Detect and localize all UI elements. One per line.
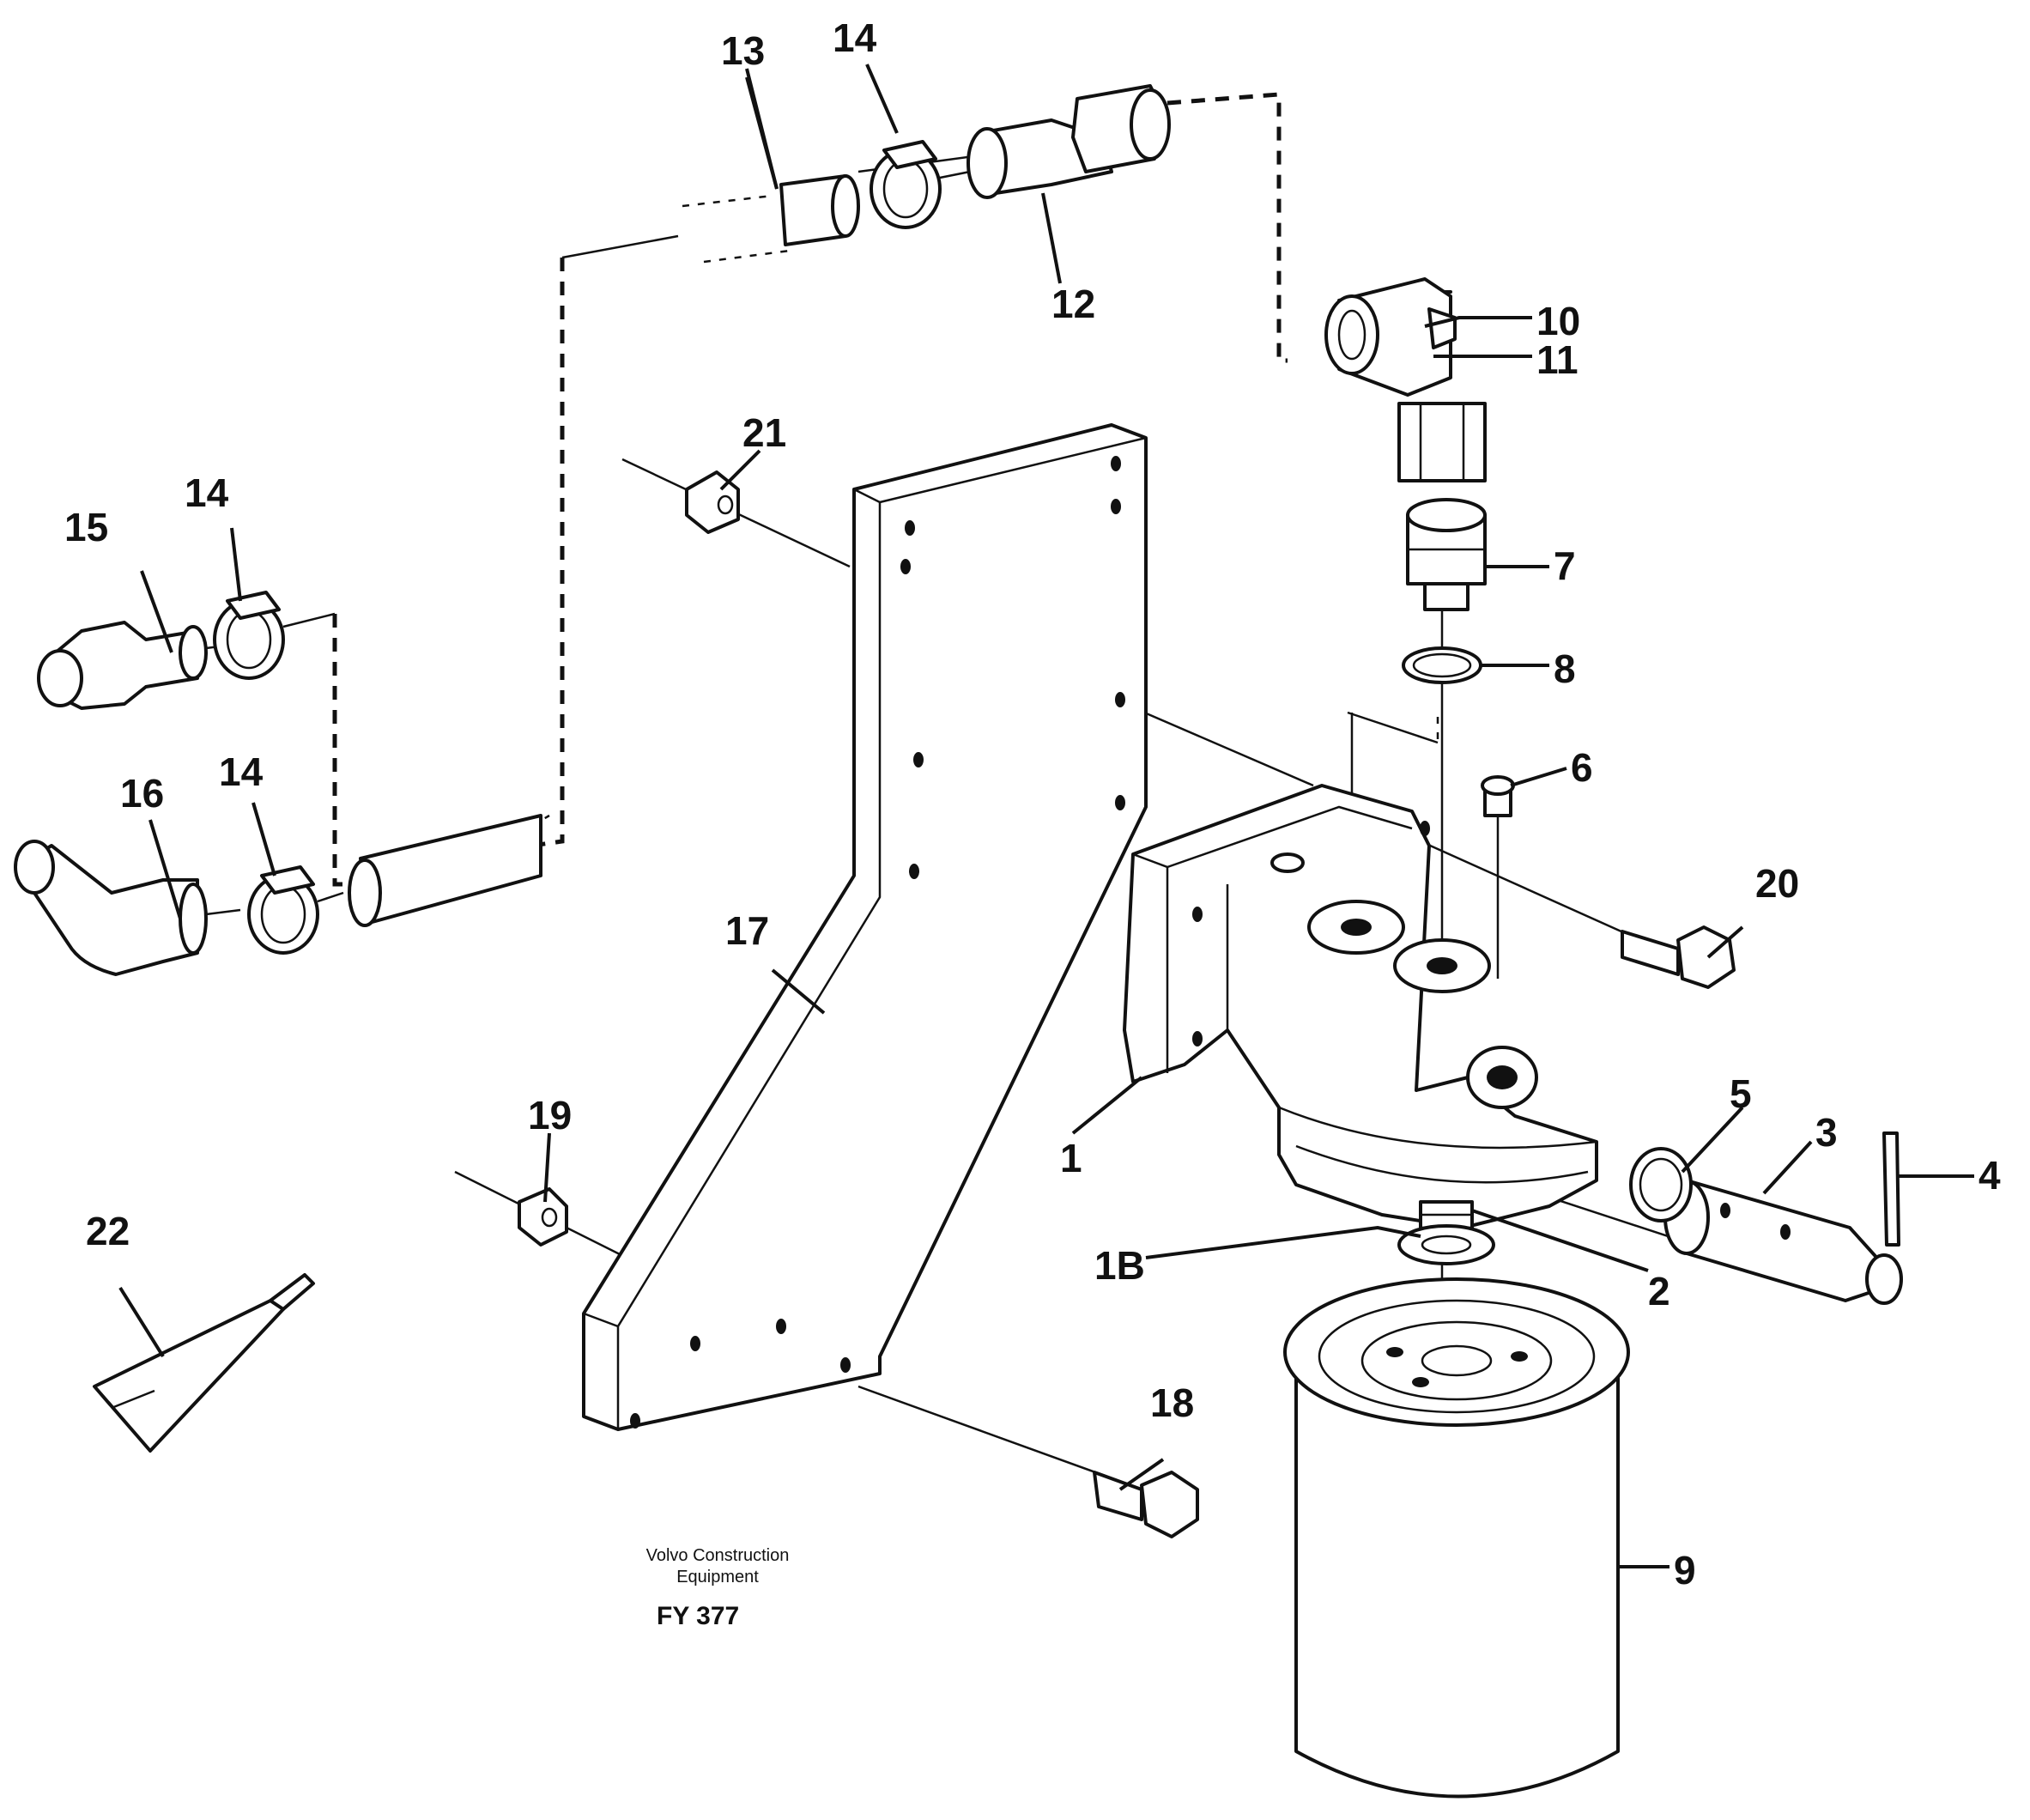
hose-connector-upper bbox=[967, 84, 1171, 199]
hose-routing-lines bbox=[332, 92, 1439, 936]
callout-5: 5 bbox=[1730, 1071, 1752, 1116]
callout-16: 16 bbox=[120, 771, 164, 816]
callout-14-mid: 14 bbox=[185, 470, 229, 515]
leader-lines bbox=[118, 64, 1974, 1568]
split-pin bbox=[1882, 1131, 1900, 1247]
callout-10: 10 bbox=[1536, 299, 1580, 343]
filter-head-housing bbox=[1123, 784, 1598, 1229]
callout-1b: 1B bbox=[1094, 1243, 1145, 1288]
mounting-bracket-plate bbox=[582, 423, 1148, 1431]
bracket-holes bbox=[630, 456, 1125, 1429]
pipe-stud bbox=[1663, 1179, 1903, 1305]
callout-4: 4 bbox=[1978, 1153, 2001, 1198]
callout-13: 13 bbox=[721, 28, 765, 73]
callout-19: 19 bbox=[528, 1093, 572, 1138]
caption-line-2: Equipment bbox=[676, 1568, 759, 1586]
adapter-fitting bbox=[1406, 498, 1487, 611]
nut-19 bbox=[518, 1187, 568, 1247]
callout-3: 3 bbox=[1815, 1110, 1838, 1155]
callout-17: 17 bbox=[725, 908, 769, 953]
bolt-18 bbox=[1093, 1471, 1199, 1538]
elbow-union bbox=[1324, 277, 1487, 482]
filter-cartridge bbox=[1283, 1277, 1630, 1799]
seal-ring-small bbox=[1629, 1147, 1693, 1222]
callout-2: 2 bbox=[1648, 1269, 1670, 1313]
hose-clamp-mid bbox=[213, 591, 285, 680]
callout-1: 1 bbox=[1060, 1136, 1082, 1180]
hose-upper bbox=[779, 174, 860, 246]
callout-11: 11 bbox=[1536, 337, 1579, 382]
figure-caption: Volvo Construction Equipment FY 377 bbox=[646, 1546, 790, 1630]
hose-lower bbox=[348, 814, 542, 927]
callout-22: 22 bbox=[86, 1209, 130, 1253]
hose-clamp-upper bbox=[870, 140, 942, 229]
callout-14-upper: 14 bbox=[833, 15, 877, 60]
callout-18: 18 bbox=[1150, 1380, 1194, 1425]
drawing-code: FY 377 bbox=[657, 1602, 739, 1630]
callout-labels: 1 1B 2 3 4 5 6 7 8 9 10 11 12 13 14 14 1… bbox=[64, 15, 2001, 1592]
threaded-nipple bbox=[1397, 1200, 1495, 1265]
straight-connector bbox=[37, 621, 208, 710]
callout-14-lower: 14 bbox=[219, 749, 264, 794]
elbow-connector bbox=[14, 840, 208, 976]
hose-clamp-lower bbox=[247, 865, 319, 955]
callout-12: 12 bbox=[1051, 282, 1095, 326]
callout-15: 15 bbox=[64, 505, 108, 549]
sealing-ring bbox=[1402, 646, 1482, 684]
callout-9: 9 bbox=[1674, 1548, 1696, 1592]
bolt-20 bbox=[1621, 925, 1736, 989]
callout-20: 20 bbox=[1755, 861, 1799, 906]
callout-21: 21 bbox=[742, 410, 786, 455]
callout-8: 8 bbox=[1554, 646, 1576, 691]
sealant-tube bbox=[93, 1273, 315, 1453]
callout-6: 6 bbox=[1571, 745, 1593, 790]
callout-7: 7 bbox=[1554, 543, 1576, 588]
caption-line-1: Volvo Construction bbox=[646, 1546, 790, 1565]
small-screw bbox=[1481, 775, 1515, 817]
